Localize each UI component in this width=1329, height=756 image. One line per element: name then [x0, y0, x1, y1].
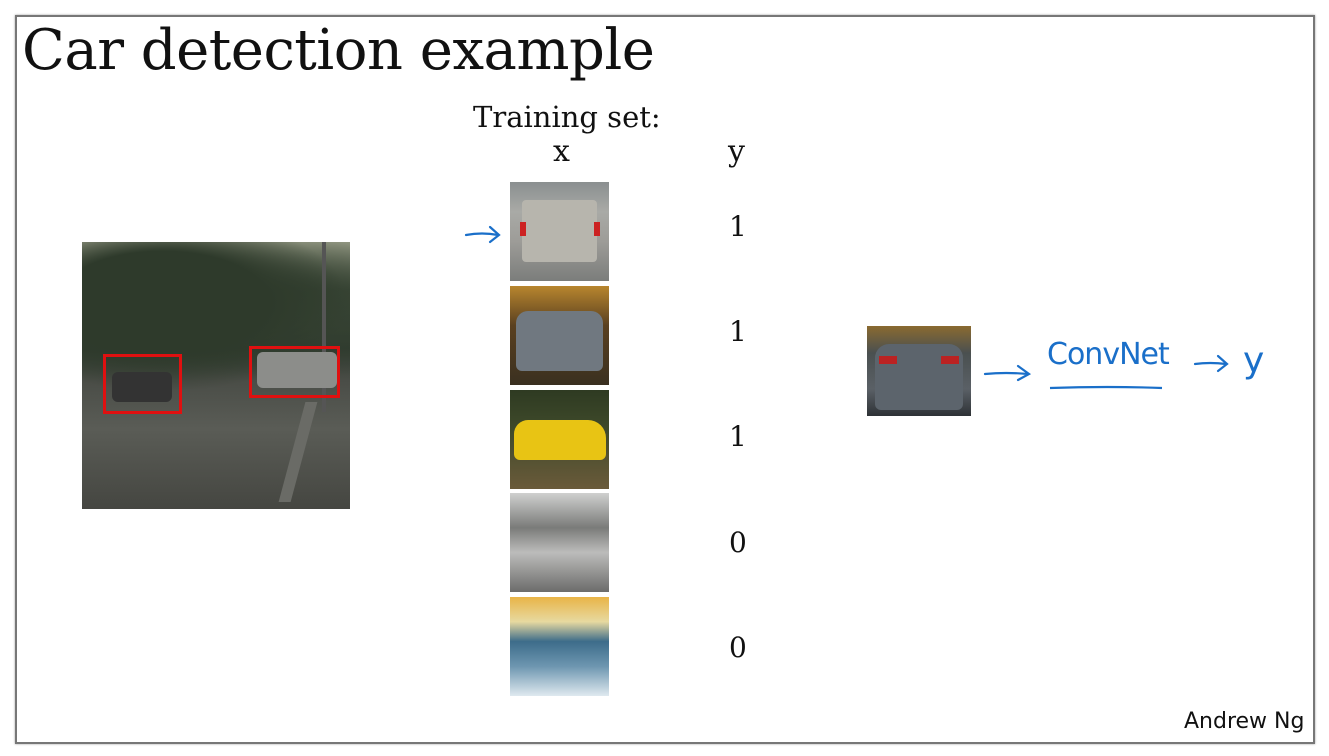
slide-title: Car detection example [22, 18, 655, 83]
bounding-box [249, 346, 340, 398]
arrow-icon [1193, 354, 1229, 373]
training-image-snowy-road [510, 493, 609, 592]
output-annotation: y [1243, 340, 1265, 381]
training-image-car-rear [510, 182, 609, 281]
training-image-forest-road [510, 597, 609, 696]
label-value: 0 [729, 631, 747, 664]
label-value: 1 [729, 315, 747, 348]
underline [1049, 385, 1163, 390]
test-car-image [867, 326, 971, 416]
author-label: Andrew Ng [1184, 709, 1305, 734]
arrow-icon [464, 225, 501, 244]
label-value: 0 [729, 526, 747, 559]
label-value: 1 [729, 420, 747, 453]
training-set-label: Training set: [473, 100, 661, 134]
training-image-car-front [510, 286, 609, 385]
training-image-car-yellow [510, 390, 609, 489]
bounding-box [103, 354, 182, 414]
y-column-header: y [728, 134, 745, 169]
label-value: 1 [729, 210, 747, 243]
convnet-annotation: ConvNet [1047, 337, 1170, 372]
arrow-icon [983, 364, 1032, 382]
street-scene-image [82, 242, 350, 509]
x-column-header: x [553, 134, 570, 169]
